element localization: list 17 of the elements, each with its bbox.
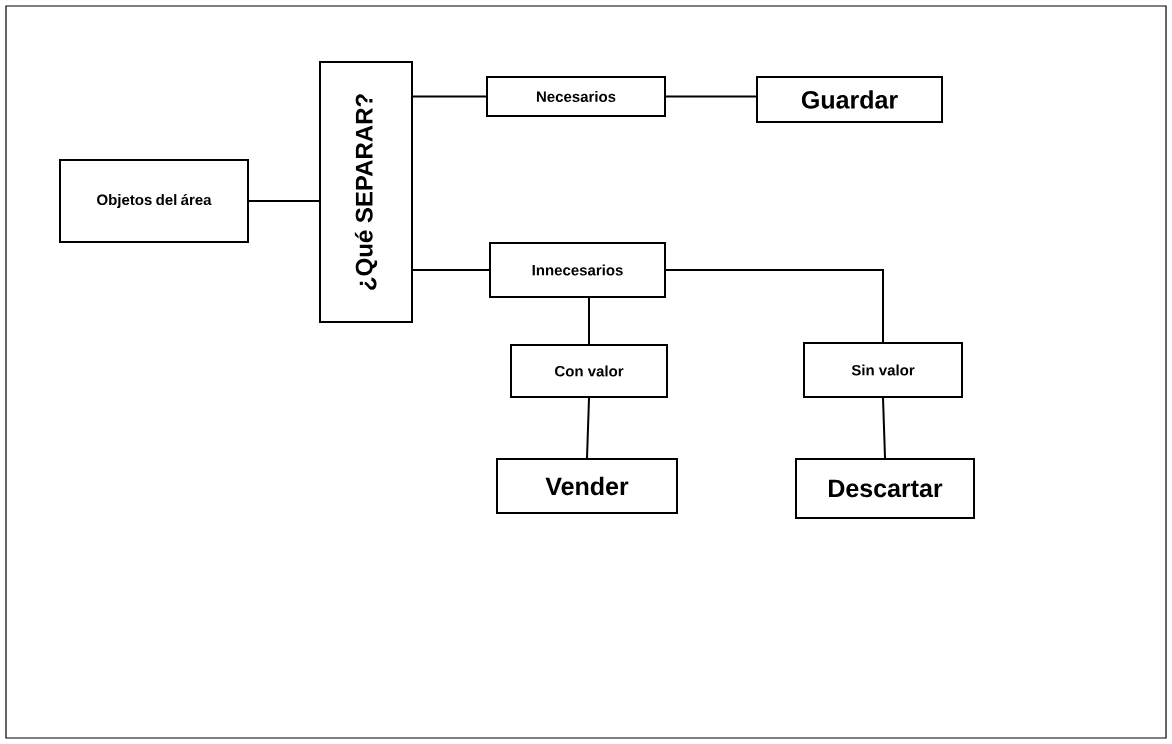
process-box: Descartar	[795, 458, 975, 519]
process-box: Objetos del área	[59, 159, 249, 243]
process-box: Guardar	[756, 76, 943, 123]
process-box: Sin valor	[803, 342, 963, 398]
connector-line	[412, 95, 487, 98]
process-box: Con valor	[510, 344, 668, 398]
connector-line	[588, 297, 590, 345]
process-box: Innecesarios	[489, 242, 666, 298]
connector-line	[665, 269, 884, 343]
connector-line	[586, 397, 590, 459]
process-box: Necesarios	[486, 76, 666, 117]
connector-line	[248, 200, 320, 202]
process-box: Vender	[496, 458, 678, 514]
connector-line	[412, 269, 490, 271]
vertical-box: ¿Qué SEPARAR?	[319, 61, 413, 323]
connector-line	[882, 397, 886, 459]
connector-line	[665, 95, 757, 98]
